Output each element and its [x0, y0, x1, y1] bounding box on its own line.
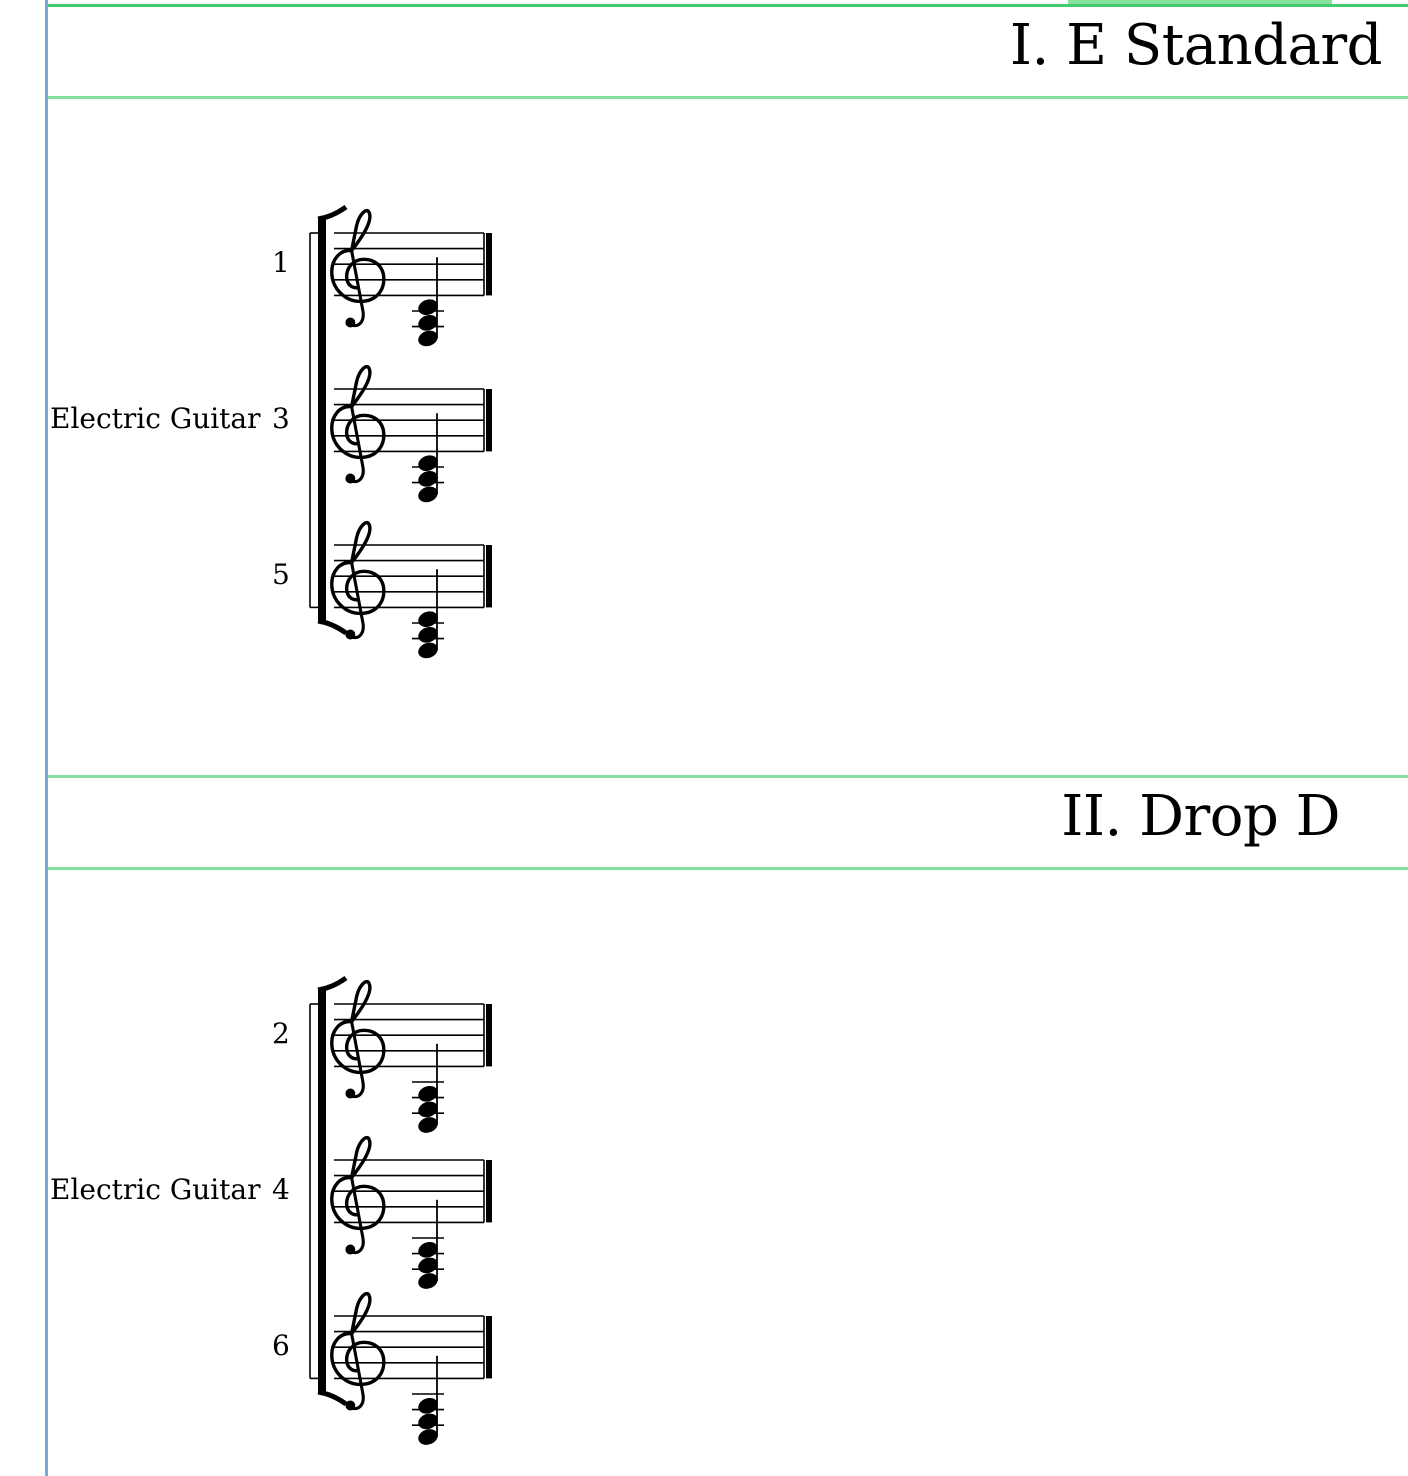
notehead [418, 455, 438, 472]
staff-number: 5 [272, 558, 290, 591]
treble-clef-icon [330, 979, 386, 1101]
staff-number: 6 [272, 1329, 290, 1362]
notehead [418, 299, 438, 316]
treble-clef-icon [330, 1135, 386, 1257]
notehead [418, 1085, 438, 1102]
bracket-hook-top [317, 204, 348, 222]
instrument-name-2[interactable]: Electric Guitar [50, 1173, 261, 1206]
thick-barline [486, 545, 492, 608]
notehead [418, 642, 438, 659]
brace-bracket [318, 219, 326, 622]
page-margin-line [45, 0, 48, 1476]
staff-number: 4 [272, 1173, 290, 1206]
notehead [418, 330, 438, 347]
treble-clef-icon [330, 364, 386, 486]
notehead [418, 1241, 438, 1258]
treble-clef-icon [330, 208, 386, 330]
thick-barline [486, 1316, 492, 1379]
treble-clef-icon [330, 1291, 386, 1413]
staff-number: 2 [272, 1017, 290, 1050]
staff-number: 1 [272, 246, 290, 279]
brace-bracket [318, 990, 326, 1393]
bracket-hook-top [317, 975, 348, 993]
thick-barline [486, 389, 492, 452]
movement-title-1[interactable]: I. E Standard [1009, 13, 1383, 78]
notehead [418, 626, 438, 643]
thick-barline [486, 233, 492, 296]
staff-number: 3 [272, 402, 290, 435]
notehead [418, 1413, 438, 1430]
notehead [418, 470, 438, 487]
notehead [418, 1429, 438, 1445]
notehead [418, 1257, 438, 1274]
movement-header-2 [48, 775, 1408, 870]
notehead [418, 1101, 438, 1118]
thick-barline [486, 1160, 492, 1223]
movement-title-2[interactable]: II. Drop D [1061, 784, 1340, 849]
notehead [418, 486, 438, 503]
notehead [418, 1273, 438, 1289]
thick-barline [486, 1004, 492, 1067]
notehead [418, 314, 438, 331]
frame-tab [1068, 0, 1332, 4]
notehead [418, 611, 438, 628]
movement-header-1 [48, 4, 1408, 99]
notehead [418, 1397, 438, 1414]
instrument-name-1[interactable]: Electric Guitar [50, 402, 261, 435]
bracket-hook-bottom [317, 1389, 348, 1407]
bracket-hook-bottom [317, 618, 348, 636]
treble-clef-icon [330, 520, 386, 642]
notehead [418, 1117, 438, 1133]
